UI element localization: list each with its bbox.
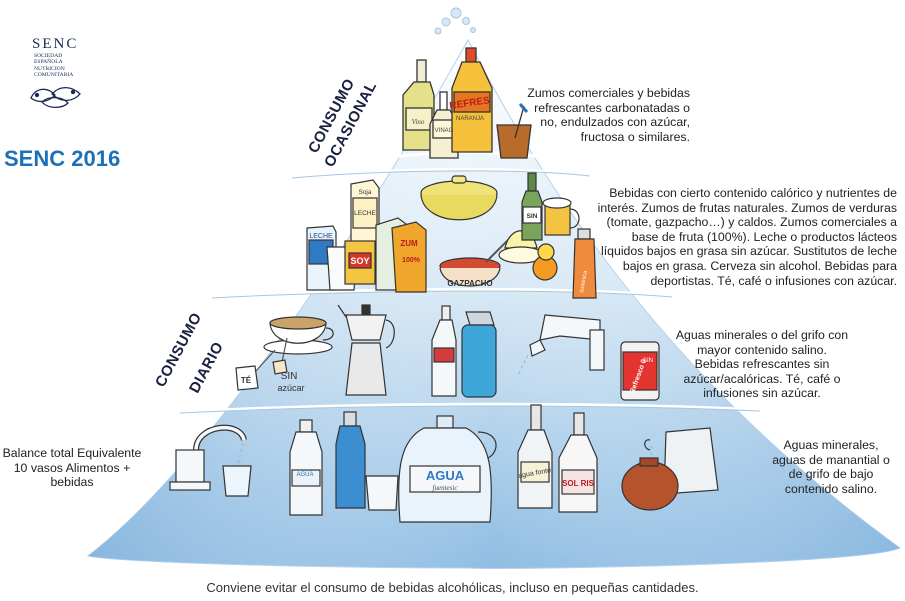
soda-sub-label: NARANJA — [456, 116, 484, 122]
bottle-solaris-label: SOL RIS — [562, 479, 595, 488]
glass-bottle-icon — [517, 404, 553, 509]
base-description: Aguas minerales, aguas de manantial o de… — [772, 438, 890, 496]
moderate-description: Bebidas con cierto contenido calórico y … — [597, 186, 897, 288]
beer-mug-icon — [542, 197, 580, 236]
blue-water-bottle-icon — [335, 411, 366, 509]
vinegar-bottle-icon — [429, 91, 459, 159]
water-bottle-label: AGUA — [296, 472, 313, 478]
beer-bottle-icon — [521, 172, 543, 241]
vinegar-label: VINAG — [435, 128, 454, 134]
soy-box-label: SOY — [350, 256, 369, 266]
logo-name: SOCIEDAD ESPAÑOLA NUTRICION COMUNITARIA — [34, 53, 74, 79]
zum-box-percent: 100% — [402, 257, 421, 264]
azucar-label: azúcar — [277, 383, 304, 393]
tea-tag-label: TÉ — [241, 376, 252, 385]
coffee-maker-icon — [337, 304, 395, 396]
soda-siphon-icon — [461, 311, 497, 398]
kitchen-faucet-icon — [169, 424, 252, 497]
gazpacho-label: GAZPACHO — [447, 279, 492, 288]
fish-emblem-icon — [30, 86, 81, 109]
soy-carton-label: Soja — [358, 189, 371, 196]
daily-drinks — [235, 304, 660, 401]
tea-cup-icon — [263, 316, 334, 375]
clay-pitcher-icon — [621, 427, 719, 511]
milk-carton-label: LECHE — [309, 233, 333, 240]
logo-acronym: SENC — [32, 36, 79, 52]
water-bottle-icon — [431, 305, 457, 397]
daily-description: Aguas minerales o del grifo con mayor co… — [675, 328, 849, 401]
jug-label: AGUA — [426, 468, 465, 483]
soy-milk-carton-icon — [350, 179, 380, 259]
jug-sub-label: fuentesic — [433, 484, 459, 492]
soda-bottle-icon — [451, 47, 493, 153]
can-sub-label: SIN — [643, 358, 653, 364]
sin-label: SIN — [281, 371, 298, 382]
sports-label: Isotónica — [579, 270, 589, 294]
soda-can-icon — [620, 341, 660, 401]
water-tap-icon — [517, 314, 605, 376]
water-glass-icon — [365, 475, 399, 511]
gazpacho-bowl-icon — [439, 235, 513, 287]
glass-bottle-icon — [558, 412, 598, 513]
water-bottle-icon — [289, 419, 323, 516]
sports-bottle-icon — [572, 228, 597, 299]
footer-note: Conviene evitar el consumo de bebidas al… — [206, 580, 699, 595]
tea-tag-icon — [235, 349, 276, 391]
wine-label: Vino — [412, 118, 425, 126]
juice-carton-icon — [375, 217, 427, 293]
brand-year: SENC 2016 — [4, 146, 121, 171]
occasional-drinks — [402, 47, 532, 159]
beer-label: SIN — [527, 213, 538, 220]
soup-bowl-icon — [420, 175, 498, 221]
water-jug-icon — [398, 415, 497, 523]
balance-note: Balance total Equivalente 10 vasos Alime… — [2, 446, 142, 490]
occasional-description: Zumos comerciales y bebidas refrescantes… — [527, 86, 690, 144]
soda-glass-icon — [496, 103, 532, 159]
juice-box-icon — [344, 240, 376, 285]
base-drinks — [169, 404, 719, 523]
soy-carton-sub: LECHE — [354, 210, 376, 217]
moderate-drinks — [306, 172, 597, 299]
zum-box-label: ZUM — [400, 239, 418, 248]
